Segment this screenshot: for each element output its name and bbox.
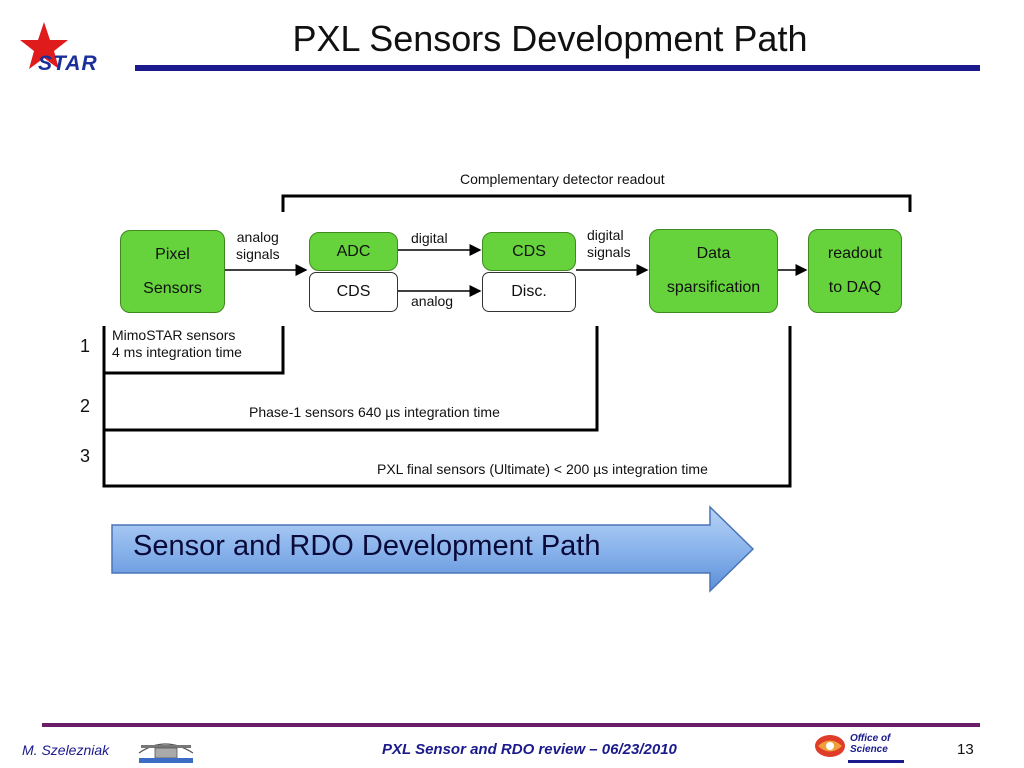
footer-author: M. Szelezniak	[22, 742, 110, 758]
digital-signals-label: digital signals	[587, 227, 631, 261]
path-1-text-line1: MimoSTAR sensors	[112, 327, 236, 343]
readout-daq-box: readout to DAQ	[808, 229, 902, 313]
cds-upper-label: CDS	[512, 242, 546, 260]
star-icon	[20, 22, 68, 69]
logo-text: STAR	[38, 52, 98, 75]
banner-text: Sensor and RDO Development Path	[133, 530, 601, 562]
pixel-sensors-line1: Pixel	[155, 245, 190, 263]
title-divider	[135, 65, 980, 71]
digital-signals-line2: signals	[587, 244, 631, 260]
star-logo	[20, 22, 68, 69]
doe-text-line2: Science	[850, 744, 888, 755]
readout-daq-line1: readout	[827, 245, 883, 262]
analog-signals-label: analog signals	[236, 229, 280, 263]
page-number: 13	[957, 741, 974, 758]
lab-logo-icon	[138, 743, 194, 763]
cds-lower-label: CDS	[336, 283, 371, 300]
pixel-sensors-line2: Sensors	[143, 279, 202, 297]
footer-title: PXL Sensor and RDO review – 06/23/2010	[382, 741, 677, 758]
readout-bracket	[281, 194, 912, 212]
digital-label: digital	[411, 230, 448, 246]
banner-arrow-shape	[111, 505, 755, 593]
analog-signals-line2: signals	[236, 246, 280, 262]
pixel-sensors-box: Pixel Sensors	[120, 230, 225, 313]
cds-upper-box: CDS	[482, 232, 576, 271]
adc-box: ADC	[309, 232, 398, 271]
path-1-number: 1	[80, 336, 91, 356]
path-3-number: 3	[80, 446, 91, 466]
path-1-text: MimoSTAR sensors 4 ms integration time	[112, 327, 242, 361]
bracket-label: Complementary detector readout	[460, 171, 665, 187]
path-3-line	[102, 326, 792, 488]
analog-signals-line1: analog	[236, 229, 279, 245]
disc-label: Disc.	[511, 283, 547, 300]
cds-lower-box: CDS	[309, 272, 398, 312]
slide-title: PXL Sensors Development Path	[292, 18, 808, 59]
adc-label: ADC	[336, 242, 371, 260]
digital-signals-line1: digital	[587, 227, 624, 243]
office-of-science-logo-icon	[815, 735, 904, 763]
data-sparsification-box: Data sparsification	[649, 229, 778, 313]
readout-daq-line2: to DAQ	[828, 279, 882, 296]
path-1-line	[102, 326, 285, 375]
path-2-text: Phase-1 sensors 640 µs integration time	[249, 404, 500, 420]
path-1-text-line2: 4 ms integration time	[112, 344, 242, 360]
path-2-number: 2	[80, 396, 91, 416]
path-2-line	[102, 326, 599, 432]
doe-text-line1: Office of	[850, 733, 891, 744]
disc-box: Disc.	[482, 272, 576, 312]
path-3-text: PXL final sensors (Ultimate) < 200 µs in…	[377, 461, 708, 477]
data-sparsification-line2: sparsification	[666, 279, 761, 296]
footer-divider	[42, 723, 980, 727]
data-sparsification-line1: Data	[696, 245, 731, 262]
analog-label: analog	[411, 293, 454, 309]
